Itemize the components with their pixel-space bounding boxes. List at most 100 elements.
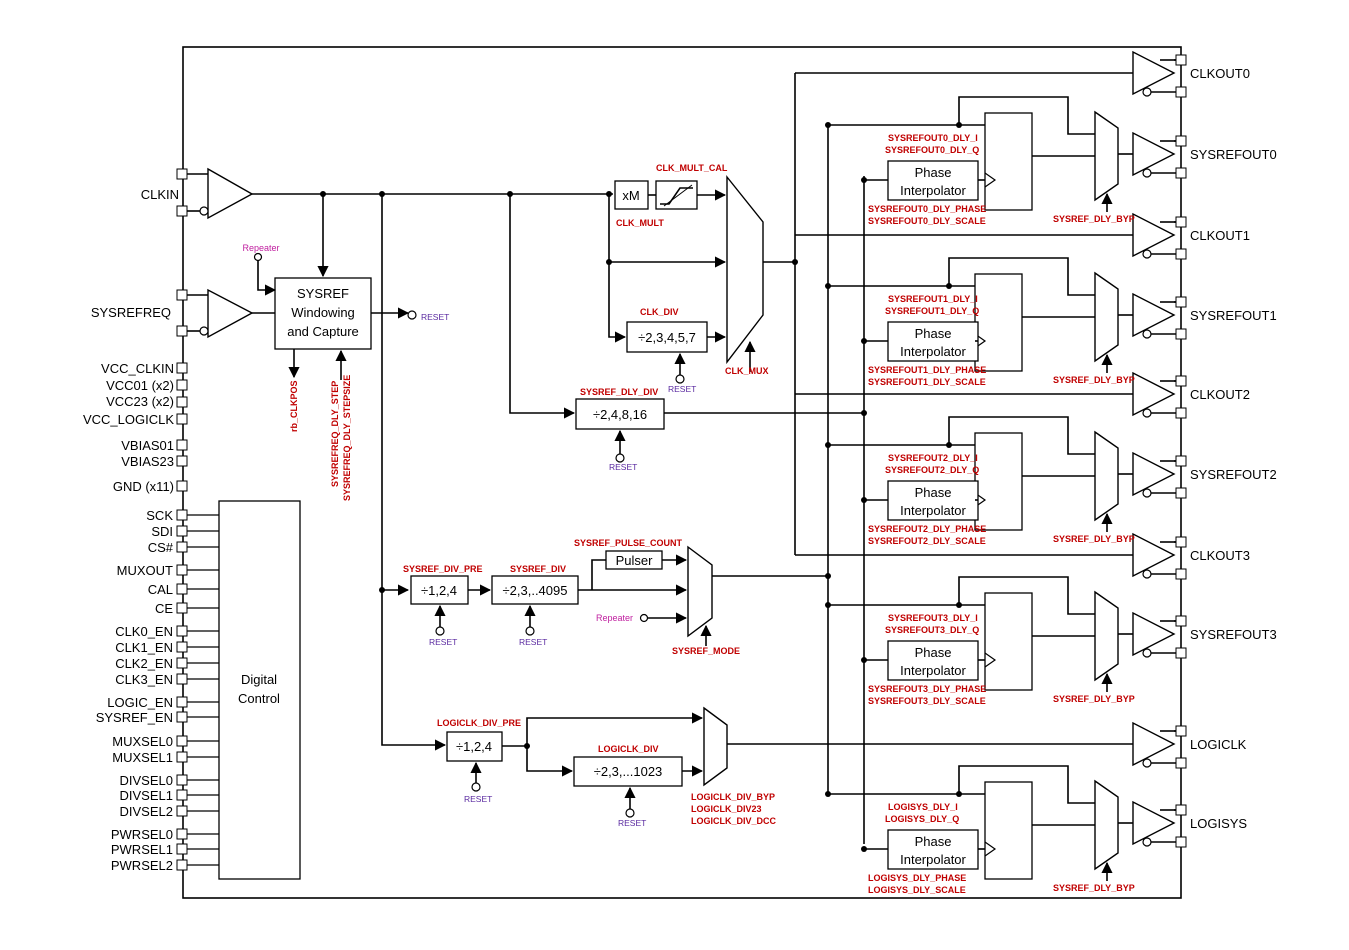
output-buffer-sysrefout2: SYSREFOUT2 xyxy=(1132,451,1277,499)
pin-cal-pad[interactable] xyxy=(176,583,188,595)
sysref-dly-div-block xyxy=(575,398,665,430)
output-pin-label: LOGISYS xyxy=(1190,816,1247,831)
pad-n[interactable] xyxy=(1175,167,1187,179)
pin-sdi-pad[interactable] xyxy=(176,525,188,537)
pad-p[interactable] xyxy=(1175,54,1187,66)
pin-clk0_en-pad[interactable] xyxy=(176,625,188,637)
sysref-mux xyxy=(687,545,713,638)
pad-p[interactable] xyxy=(1175,725,1187,737)
sysref-dly-byp-label: SYSREF_DLY_BYP xyxy=(1053,883,1135,893)
sysrefreq-input: SYSREFREQ xyxy=(91,288,254,339)
phase-interpolator-line1: Phase xyxy=(915,326,952,341)
output-pin-label: CLKOUT1 xyxy=(1190,228,1250,243)
pad-n[interactable] xyxy=(1175,407,1187,419)
sysref-pulse-count-label: SYSREF_PULSE_COUNT xyxy=(574,538,683,548)
phase-interpolator-line1: Phase xyxy=(915,165,952,180)
clk-mux-label: CLK_MUX xyxy=(725,366,769,376)
filter-icon xyxy=(660,187,693,205)
vcc01-pad[interactable] xyxy=(176,379,188,391)
pin-divsel2-pad[interactable] xyxy=(176,805,188,817)
output-pin-label: CLKOUT2 xyxy=(1190,387,1250,402)
output-buffer-logiclk: LOGICLK xyxy=(1132,721,1247,769)
reset-label-sysrefdiv: RESET xyxy=(519,637,547,647)
reset-label-dlydiv: RESET xyxy=(609,462,637,472)
pin-label: CLK0_EN xyxy=(115,624,173,639)
phase-interpolator xyxy=(887,160,979,201)
pin-pwrsel0-pad[interactable] xyxy=(176,828,188,840)
pin-clk3_en-pad[interactable] xyxy=(176,673,188,685)
dly-scale-label: LOGISYS_DLY_SCALE xyxy=(868,885,966,895)
output-pin-label: LOGICLK xyxy=(1190,737,1247,752)
pin-muxsel1-pad[interactable] xyxy=(176,751,188,763)
pin-sck-pad[interactable] xyxy=(176,509,188,521)
vcc-clkin-pad[interactable] xyxy=(176,362,188,374)
vcc23-pad[interactable] xyxy=(176,396,188,408)
pad-p[interactable] xyxy=(1175,135,1187,147)
pad-n[interactable] xyxy=(1175,328,1187,340)
clkin-input: CLKIN xyxy=(141,167,254,220)
retimer-block xyxy=(984,112,1033,211)
pad-p[interactable] xyxy=(1175,455,1187,467)
dly-i-label: SYSREFOUT1_DLY_I xyxy=(888,294,978,304)
pad-n[interactable] xyxy=(1175,647,1187,659)
pin-muxout-pad[interactable] xyxy=(176,564,188,576)
pad-p[interactable] xyxy=(1175,804,1187,816)
dly-i-label: SYSREFOUT0_DLY_I xyxy=(888,133,978,143)
clkin-pad-p[interactable] xyxy=(176,168,188,180)
pin-label: SDI xyxy=(151,524,173,539)
pin-pwrsel1-pad[interactable] xyxy=(176,843,188,855)
sysref-dly-mux xyxy=(1094,430,1119,522)
chip-outline xyxy=(182,46,1182,899)
reset-label-logiclkpre: RESET xyxy=(464,794,492,804)
phase-interpolator xyxy=(887,480,979,521)
pin-label: MUXSEL0 xyxy=(112,734,173,749)
output-buffer-logisys: LOGISYS xyxy=(1132,800,1247,848)
pad-n[interactable] xyxy=(1175,757,1187,769)
pin-divsel1-pad[interactable] xyxy=(176,789,188,801)
pin-logic_en-pad[interactable] xyxy=(176,696,188,708)
output-pin-label: SYSREFOUT1 xyxy=(1190,308,1277,323)
pin-pwrsel2-pad[interactable] xyxy=(176,859,188,871)
sysref-mode-label: SYSREF_MODE xyxy=(672,646,740,656)
logiclk-mux xyxy=(703,706,728,787)
dly-phase-label: SYSREFOUT0_DLY_PHASE xyxy=(868,204,986,214)
pin-clk2_en-pad[interactable] xyxy=(176,657,188,669)
sysrefreq-pad-p[interactable] xyxy=(176,289,188,301)
pad-p[interactable] xyxy=(1175,296,1187,308)
sysrefreq-pad-n[interactable] xyxy=(176,325,188,337)
pin-muxsel0-pad[interactable] xyxy=(176,735,188,747)
gnd-label: GND (x11) xyxy=(113,479,174,494)
pin-divsel0-pad[interactable] xyxy=(176,774,188,786)
pad-n[interactable] xyxy=(1175,86,1187,98)
pin-label: PWRSEL1 xyxy=(111,842,173,857)
pad-n[interactable] xyxy=(1175,568,1187,580)
vbias23-pad[interactable] xyxy=(176,455,188,467)
pin-sysref_en-pad[interactable] xyxy=(176,711,188,723)
pad-n[interactable] xyxy=(1175,487,1187,499)
pad-p[interactable] xyxy=(1175,536,1187,548)
pad-n[interactable] xyxy=(1175,836,1187,848)
output-buffer-clkout0: CLKOUT0 xyxy=(1132,50,1250,98)
dly-scale-label: SYSREFOUT1_DLY_SCALE xyxy=(868,377,986,387)
output-pin-label: CLKOUT3 xyxy=(1190,548,1250,563)
pad-p[interactable] xyxy=(1175,615,1187,627)
dly-phase-label: LOGISYS_DLY_PHASE xyxy=(868,873,966,883)
vcc-logiclk-pad[interactable] xyxy=(176,413,188,425)
gnd-pad[interactable] xyxy=(176,480,188,492)
vcc23-label: VCC23 (x2) xyxy=(106,394,174,409)
dly-phase-label: SYSREFOUT3_DLY_PHASE xyxy=(868,684,986,694)
phase-interpolator-line1: Phase xyxy=(915,834,952,849)
pin-csn-pad[interactable] xyxy=(176,541,188,553)
pad-p[interactable] xyxy=(1175,375,1187,387)
pad-n[interactable] xyxy=(1175,248,1187,260)
pin-clk1_en-pad[interactable] xyxy=(176,641,188,653)
phase-interpolator-line2: Interpolator xyxy=(900,663,966,678)
pin-label: DIVSEL2 xyxy=(120,804,173,819)
phase-interpolator-line2: Interpolator xyxy=(900,852,966,867)
clkin-pad-n[interactable] xyxy=(176,205,188,217)
sysref-dly-byp-label: SYSREF_DLY_BYP xyxy=(1053,214,1135,224)
pad-p[interactable] xyxy=(1175,216,1187,228)
pin-ce-pad[interactable] xyxy=(176,602,188,614)
vbias01-pad[interactable] xyxy=(176,439,188,451)
